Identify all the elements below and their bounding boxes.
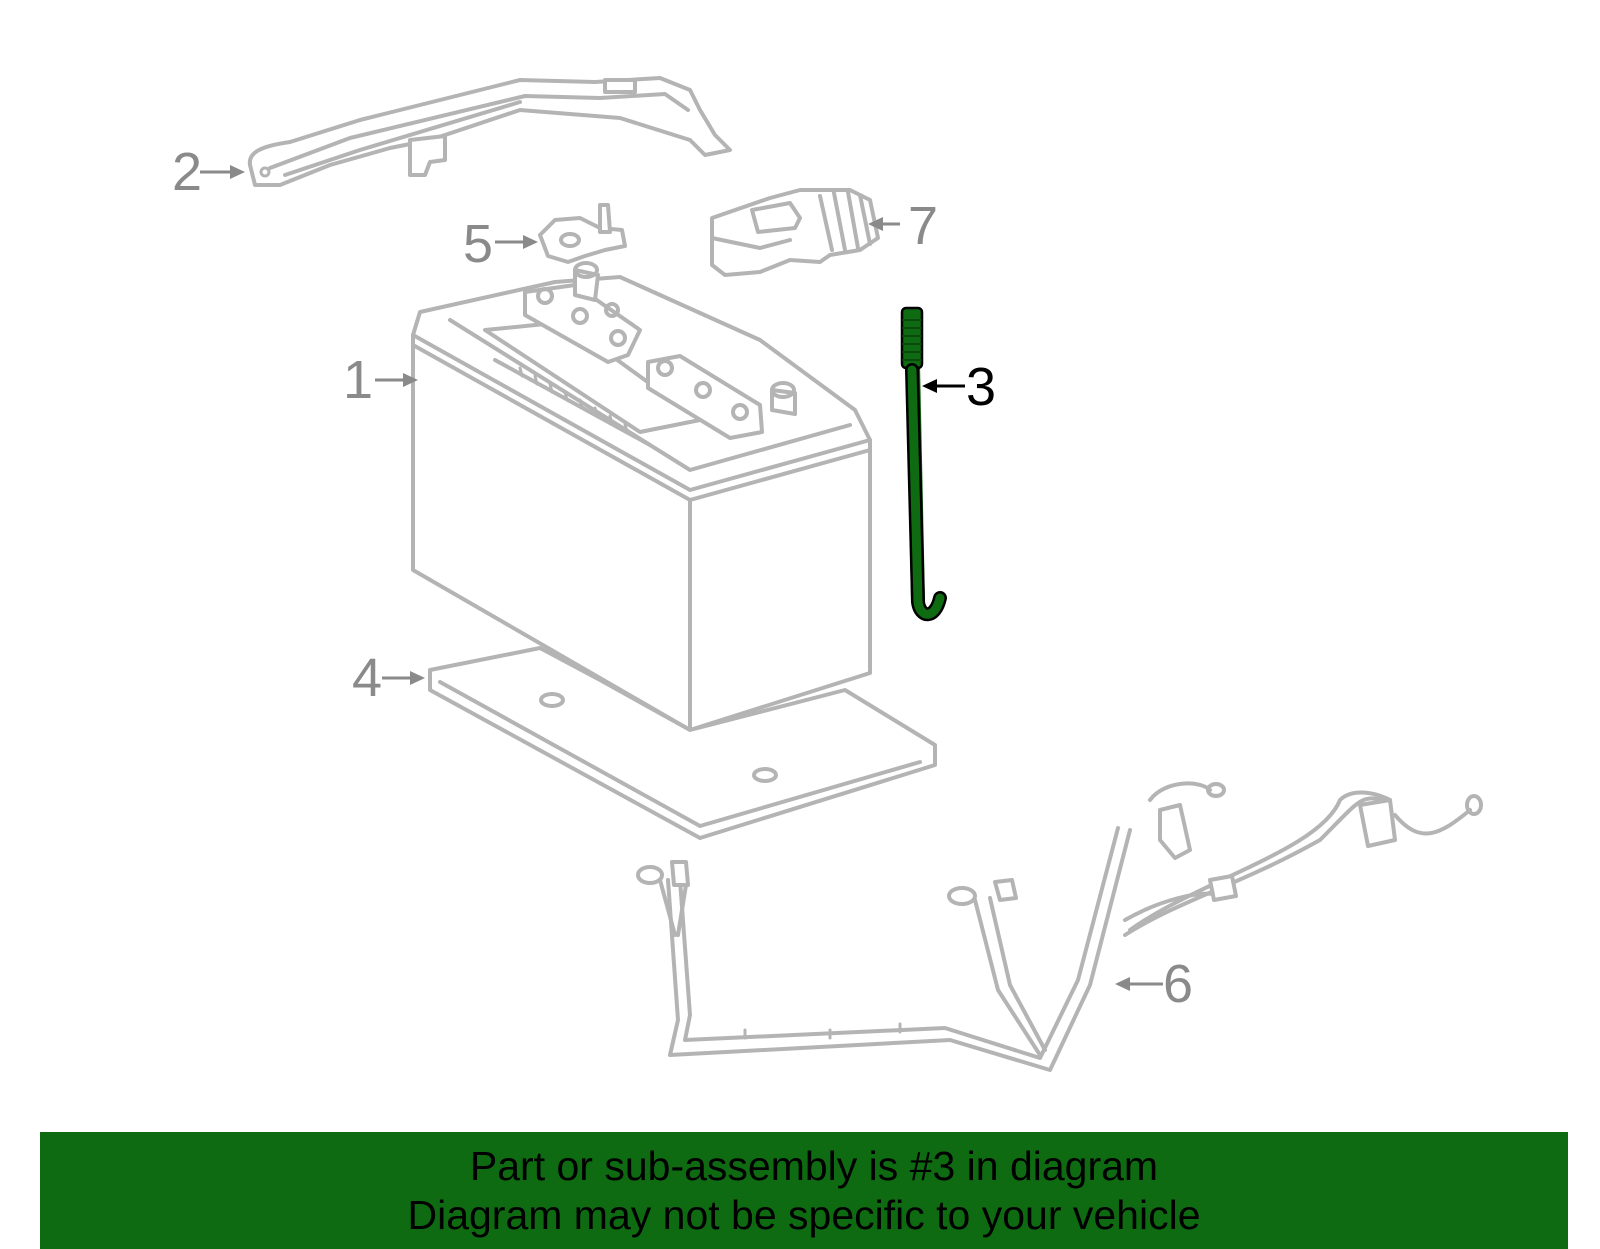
- terminal-clamp-part: [538, 203, 627, 264]
- hold-down-rod-part: [900, 306, 947, 622]
- callout-2: 2: [172, 142, 202, 202]
- callout-arrows: [200, 165, 1163, 991]
- callout-7: 7: [908, 196, 938, 256]
- callout-5: 5: [463, 214, 493, 274]
- battery-tray-part: [428, 646, 937, 840]
- callout-6: 6: [1163, 954, 1193, 1014]
- terminal-cover-part: [710, 188, 880, 277]
- banner-line-2: Diagram may not be specific to your vehi…: [407, 1192, 1201, 1238]
- info-banner: Part or sub-assembly is #3 in diagram Di…: [40, 1132, 1568, 1249]
- battery-part: [411, 261, 872, 732]
- hold-down-bracket-part: [247, 76, 732, 187]
- callout-1: 1: [343, 350, 373, 410]
- cable-harness-part: [636, 781, 1483, 1072]
- banner-line-1: Part or sub-assembly is #3 in diagram: [469, 1143, 1159, 1189]
- callout-3: 3: [966, 357, 996, 417]
- callout-4: 4: [352, 648, 382, 708]
